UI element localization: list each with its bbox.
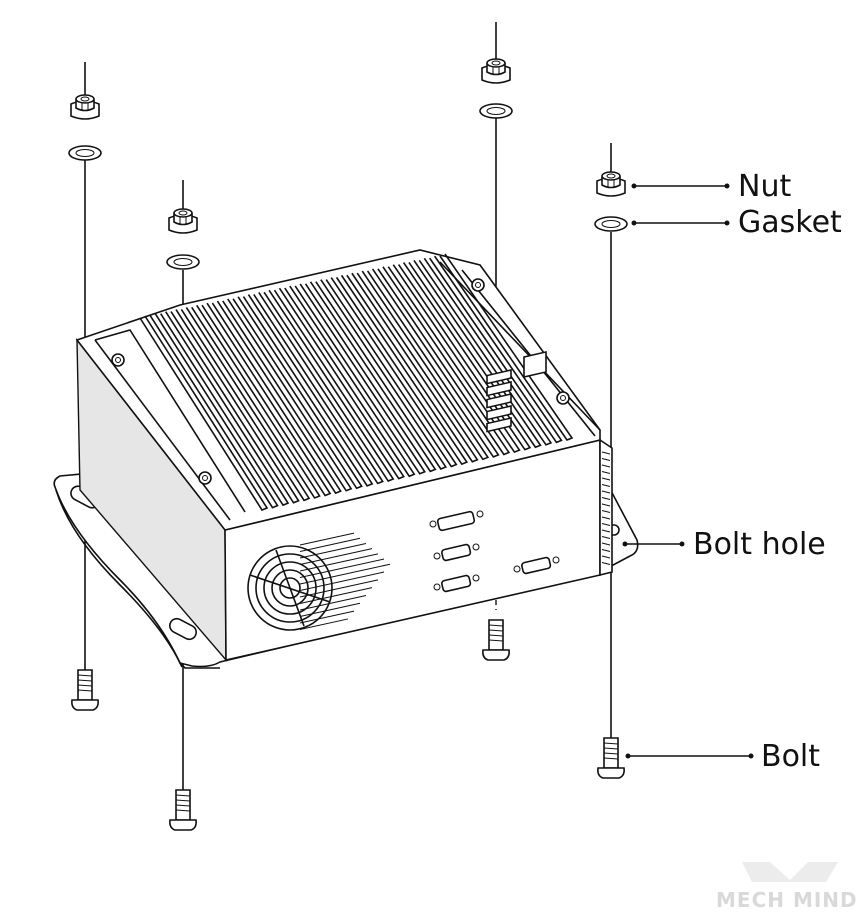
label-nut: Nut <box>738 169 791 204</box>
fin <box>201 302 332 497</box>
fin <box>180 307 311 502</box>
fin <box>325 277 458 468</box>
side-vent-slot <box>601 484 611 487</box>
callout-gasket: Gasket <box>631 205 842 240</box>
side-vent-slots <box>601 451 611 565</box>
fin <box>366 268 500 458</box>
side-vent-slot <box>601 523 611 526</box>
fin <box>439 253 574 441</box>
fin <box>397 262 532 451</box>
fin <box>304 281 437 473</box>
side-vent-slot <box>601 562 611 565</box>
side-vent-slot <box>601 549 611 552</box>
fin <box>232 296 363 490</box>
side-vent-slot <box>601 490 611 494</box>
fin <box>273 287 405 480</box>
connector-1 <box>429 510 484 532</box>
fin <box>356 270 490 461</box>
callout-bolt-hole: Bolt hole <box>622 527 826 562</box>
front-panel-details <box>247 350 611 631</box>
vent-slot <box>299 602 361 617</box>
fan-grill <box>247 545 333 631</box>
watermark-text: MECH MIND <box>716 888 858 912</box>
fin <box>160 311 290 507</box>
vent-slot <box>299 594 367 611</box>
vent-slot <box>299 548 373 565</box>
label-bolt: Bolt <box>761 739 820 774</box>
fin <box>387 264 521 454</box>
vent-slot <box>299 579 379 598</box>
fin <box>242 294 374 487</box>
side-vent-slot <box>601 510 611 513</box>
connector-3 <box>433 574 480 593</box>
vent-slots <box>299 532 391 630</box>
vent-slot <box>299 532 355 546</box>
vent-slot <box>299 563 391 585</box>
vent-slot <box>299 553 379 572</box>
fin <box>346 272 479 463</box>
heat-sink-fins <box>139 253 574 511</box>
watermark-logo: MECH MIND <box>716 862 858 912</box>
side-vent-slot <box>601 497 611 500</box>
fin <box>170 309 300 504</box>
callout-nut: Nut <box>631 169 791 204</box>
fin <box>284 285 416 478</box>
vent-slot <box>299 610 355 624</box>
label-gasket: Gasket <box>738 205 842 240</box>
fin <box>191 304 321 499</box>
side-vent-slot <box>601 451 611 455</box>
label-bolt-hole: Bolt hole <box>693 527 826 562</box>
connector-2 <box>433 543 480 562</box>
fin <box>139 315 269 511</box>
side-vent-slot <box>601 477 611 481</box>
callout-bolt: Bolt <box>625 739 820 774</box>
fin <box>263 289 395 483</box>
side-vent-slot <box>601 464 611 468</box>
fin <box>149 313 279 509</box>
side-vent-slot <box>601 516 611 520</box>
side-vent-slot <box>601 542 611 546</box>
side-vent-slot <box>601 471 611 474</box>
side-vent-slot <box>601 503 611 507</box>
side-vent-slot <box>601 529 611 533</box>
fin <box>418 257 553 446</box>
fin <box>408 259 542 449</box>
vent-slot <box>299 571 385 591</box>
side-vent-slot <box>601 536 611 539</box>
vent-slot <box>299 618 349 630</box>
fin <box>253 292 384 485</box>
connector-4 <box>513 556 560 575</box>
fin <box>211 300 342 495</box>
side-vent-slot <box>601 458 611 461</box>
side-vent-slot <box>601 555 611 559</box>
fin <box>315 279 448 470</box>
fin <box>335 274 469 466</box>
vent-slot <box>299 537 361 552</box>
vent-slot <box>299 558 385 578</box>
vent-slot <box>299 542 367 559</box>
fin <box>222 298 353 492</box>
fin <box>294 283 426 475</box>
vent-slot <box>299 587 373 604</box>
fin <box>428 255 563 444</box>
fin <box>377 266 511 456</box>
